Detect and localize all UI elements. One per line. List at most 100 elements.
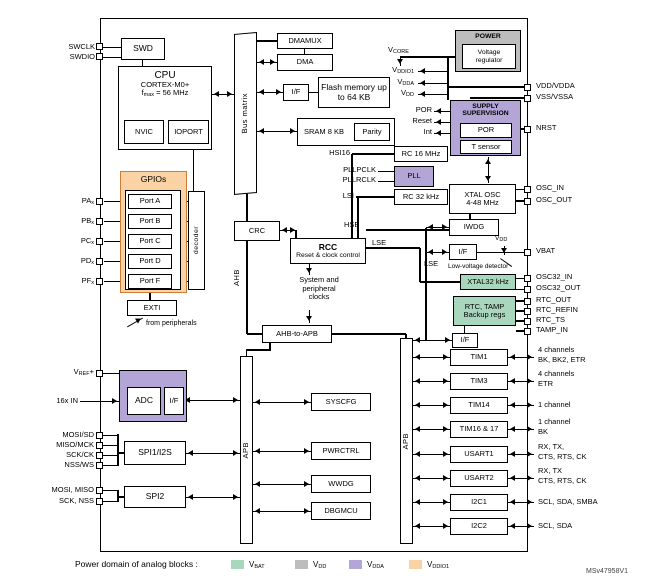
wire	[103, 56, 121, 58]
wire	[247, 333, 262, 335]
legend-item-vdda: VDDA	[367, 560, 384, 570]
port-c-block: Port C	[128, 234, 172, 249]
wire	[269, 343, 271, 350]
wire	[104, 260, 128, 263]
pllpclk-label: PLLPCLK	[343, 165, 376, 174]
pin-swclk	[96, 43, 103, 50]
i2c2-pins: SCL, SDA	[538, 521, 573, 530]
pin-label-nrst: NRST	[536, 123, 557, 132]
dmamux-block: DMAMUX	[277, 33, 333, 49]
pin-osc-out	[524, 198, 531, 205]
from-peripherals-label: from peripherals	[146, 320, 197, 327]
pin-vbat	[524, 249, 531, 256]
int-signal-label: Int	[423, 127, 432, 136]
pin-arrow	[508, 425, 534, 432]
supply-header-1: SUPPLY	[472, 103, 499, 110]
wire	[117, 434, 119, 466]
i2c1-block: I2C1	[450, 494, 508, 511]
pin-arrow	[508, 401, 534, 408]
wire	[246, 350, 248, 356]
pin-label-rtc-out: RTC_OUT	[536, 295, 572, 304]
apb-right-label: APB	[401, 432, 411, 450]
bus-arrow	[253, 398, 311, 405]
cpu-core: CORTEX-M0+	[140, 80, 190, 89]
legend-item-vbat: VBAT	[249, 560, 265, 570]
rc32-block: RC 32 kHz	[394, 189, 448, 205]
wire	[378, 180, 394, 182]
wire-hse	[366, 229, 470, 231]
legend-swatch-vdda	[349, 560, 362, 569]
lse-label-2: LSE	[424, 259, 439, 268]
spi2-block: SPI2	[124, 486, 186, 508]
usart2-block: USART2	[450, 470, 508, 487]
bus-arrow	[413, 522, 450, 529]
ioport-block: IOPORT	[168, 120, 209, 144]
wire	[104, 280, 128, 283]
wire	[309, 91, 318, 93]
pin-arrow	[508, 522, 534, 529]
wire	[516, 288, 524, 290]
document-id: MSv47958V1	[586, 568, 629, 575]
pin-label-pdx: PDx	[80, 256, 94, 266]
tim1-pins-2: BK, BK2, ETR	[538, 355, 586, 364]
vdd-small-label: VDD	[495, 235, 508, 243]
pin-label-swdio: SWDIO	[69, 52, 95, 61]
tim3-pins-1: 4 channels	[538, 369, 575, 378]
bus-arrow	[253, 507, 311, 514]
wire	[516, 320, 524, 322]
ahb-to-apb-block: AHB-to-APB	[262, 325, 332, 343]
pin-label-mosi-miso: MOSI, MISO	[51, 485, 94, 494]
wire	[420, 281, 460, 283]
pin-label-rtc-ts: RTC_TS	[536, 315, 566, 324]
bus-matrix-label: Bus matrix	[240, 92, 250, 135]
wire	[103, 490, 118, 492]
pin-pfx	[96, 278, 103, 285]
wire	[352, 153, 394, 155]
wire	[447, 57, 449, 100]
supply-supervision-block: SUPPLY SUPERVISION POR T sensor	[450, 100, 521, 156]
pin-label-vbat: VBAT	[536, 246, 556, 255]
bus-arrow	[253, 447, 311, 454]
wire	[332, 333, 406, 335]
pin-osc32-in	[524, 275, 531, 282]
pin-spi1-3	[96, 452, 103, 459]
usart2-pins-1: RX, TX	[538, 466, 563, 475]
tim16-17-block: TIM16 & 17	[450, 421, 508, 438]
wire	[142, 60, 144, 66]
wire	[103, 445, 118, 447]
arrow-down	[396, 57, 403, 66]
mcu-boundary	[100, 18, 528, 552]
flash-block: Flash memory up to 64 KB	[318, 77, 390, 108]
legend-swatch-vdd	[295, 560, 308, 569]
wire	[104, 220, 128, 223]
arrow-down	[500, 246, 507, 255]
pin-osc-in	[524, 186, 531, 193]
tim3-pins-2: ETR	[538, 379, 553, 388]
wire	[193, 150, 195, 191]
wire	[516, 310, 524, 312]
pin-label-sck-nss: SCK, NSS	[58, 496, 94, 505]
syscfg-block: SYSCFG	[311, 393, 371, 411]
vddio1-label: VDDIO1	[392, 65, 414, 75]
bus-arrow	[280, 226, 297, 233]
vref-label: VREF+	[73, 367, 94, 377]
wire	[104, 240, 128, 243]
wire	[464, 326, 466, 333]
adc-block-group: ADC I/F	[119, 370, 187, 422]
pin-nrst	[524, 126, 531, 133]
exti-block: EXTI	[127, 300, 177, 316]
pin-label-pbx: PBx	[81, 216, 94, 226]
parity-block: Parity	[354, 123, 390, 141]
tim16-17-pins-2: BK	[538, 427, 549, 436]
por-block: POR	[460, 123, 512, 138]
dbgmcu-block: DBGMCU	[311, 502, 371, 520]
wire	[246, 349, 271, 351]
bus-arrow	[484, 157, 491, 183]
pin-label-osc32-out: OSC32_OUT	[536, 283, 581, 292]
por-signal-label: POR	[415, 105, 432, 114]
bus-arrow	[183, 396, 240, 403]
wire	[118, 452, 124, 454]
arrow-left	[434, 118, 450, 125]
